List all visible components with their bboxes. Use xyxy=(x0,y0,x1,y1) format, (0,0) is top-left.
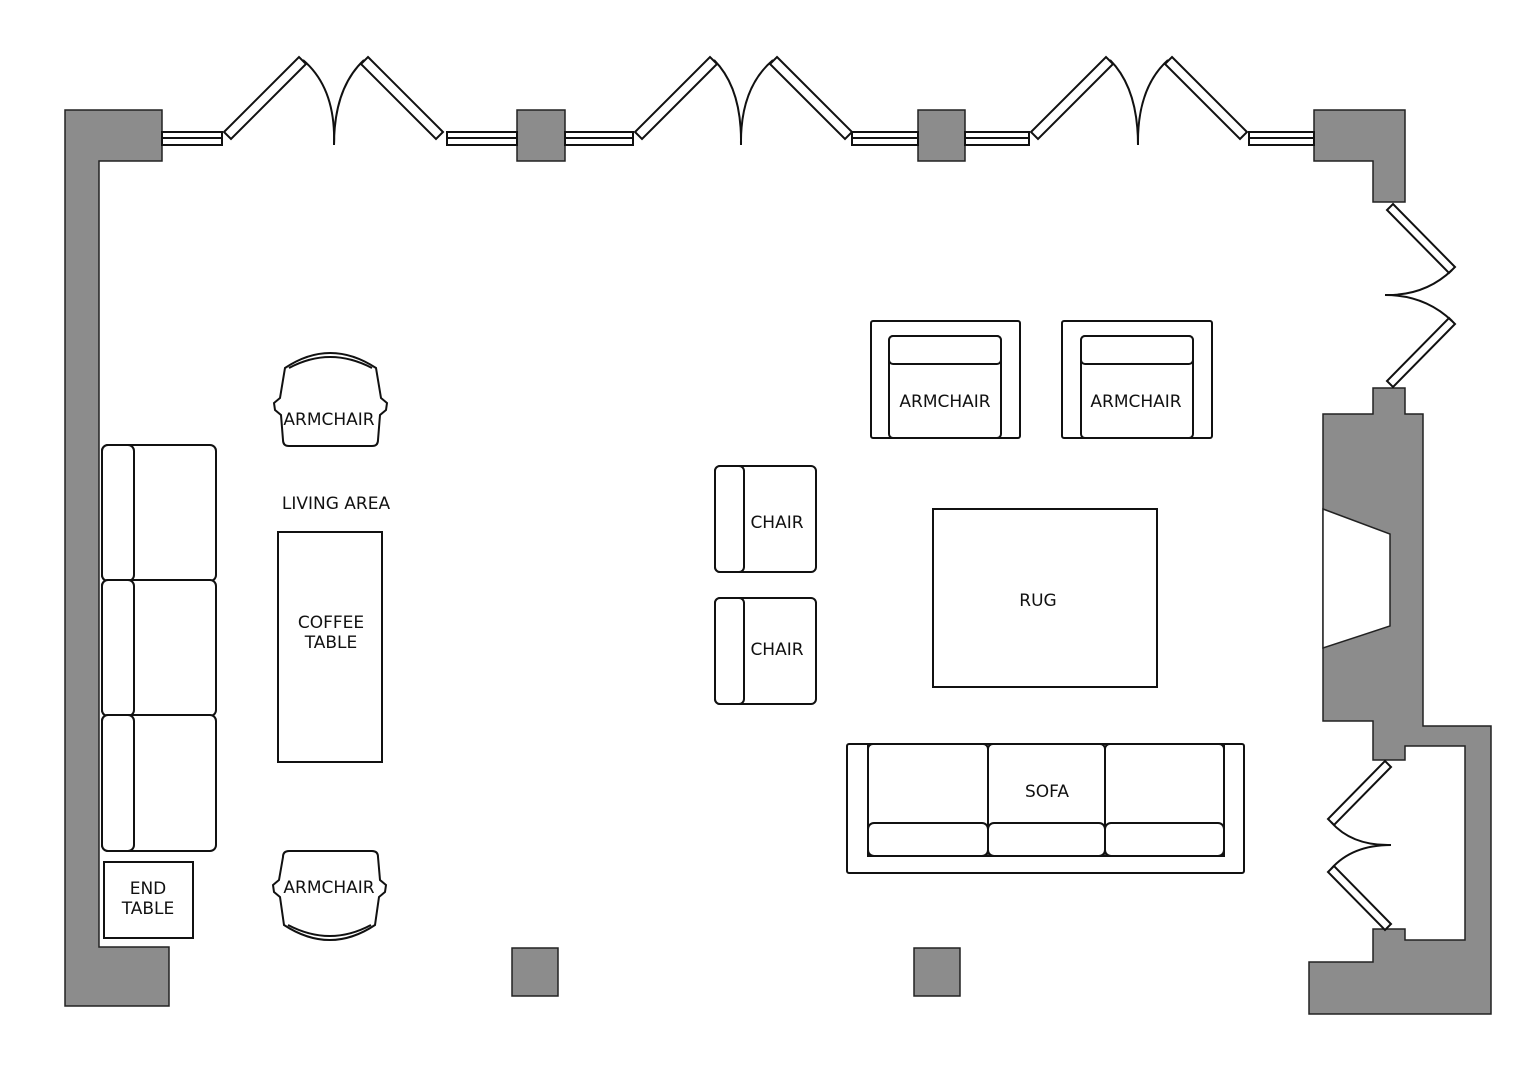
french-door-1 xyxy=(222,55,445,146)
armchair-top-left: ARMCHAIR xyxy=(272,352,389,447)
armchair-top-left-label: ARMCHAIR xyxy=(283,410,374,430)
bottom-pillar-2 xyxy=(913,947,961,997)
armchair-bottom-left-label: ARMCHAIR xyxy=(283,878,374,898)
coffee-table: COFFEE TABLE xyxy=(277,531,383,763)
armchair-right-1: ARMCHAIR xyxy=(870,320,1021,439)
living-area-label: LIVING AREA xyxy=(282,494,391,514)
right-french-door-upper xyxy=(1384,202,1457,389)
armchair-bottom-left: ARMCHAIR xyxy=(271,850,388,941)
french-door-2 xyxy=(633,55,854,146)
french-door-3 xyxy=(1029,55,1249,146)
sofa-label: SOFA xyxy=(1025,782,1069,802)
top-pillar-1 xyxy=(516,109,566,162)
rug: RUG xyxy=(932,508,1158,688)
left-wall xyxy=(64,109,170,1007)
coffee-table-label-line1: COFFEE xyxy=(298,613,364,633)
armchair-right-1-label: ARMCHAIR xyxy=(899,392,990,412)
top-window-wall xyxy=(161,55,1315,146)
armchair-right-2-label: ARMCHAIR xyxy=(1090,392,1181,412)
bottom-pillar-1 xyxy=(511,947,559,997)
rug-label: RUG xyxy=(1019,591,1056,611)
top-pillar-2 xyxy=(917,109,966,162)
chair-upper-label: CHAIR xyxy=(750,513,803,533)
right-french-door-lower xyxy=(1326,759,1393,932)
chair-lower: CHAIR xyxy=(714,597,817,705)
end-table-label-line2: TABLE xyxy=(121,899,175,919)
left-sectional-sofa xyxy=(101,444,217,852)
armchair-right-2: ARMCHAIR xyxy=(1061,320,1213,439)
end-table: END TABLE xyxy=(103,861,194,939)
coffee-table-label-line2: TABLE xyxy=(304,633,358,653)
fireplace-opening xyxy=(1322,507,1391,650)
top-right-corner-wall xyxy=(1313,109,1406,203)
chair-lower-label: CHAIR xyxy=(750,640,803,660)
sofa: SOFA xyxy=(846,743,1245,874)
chair-upper: CHAIR xyxy=(714,465,817,573)
walls xyxy=(64,109,1492,1015)
end-table-label-line1: END xyxy=(130,879,167,899)
